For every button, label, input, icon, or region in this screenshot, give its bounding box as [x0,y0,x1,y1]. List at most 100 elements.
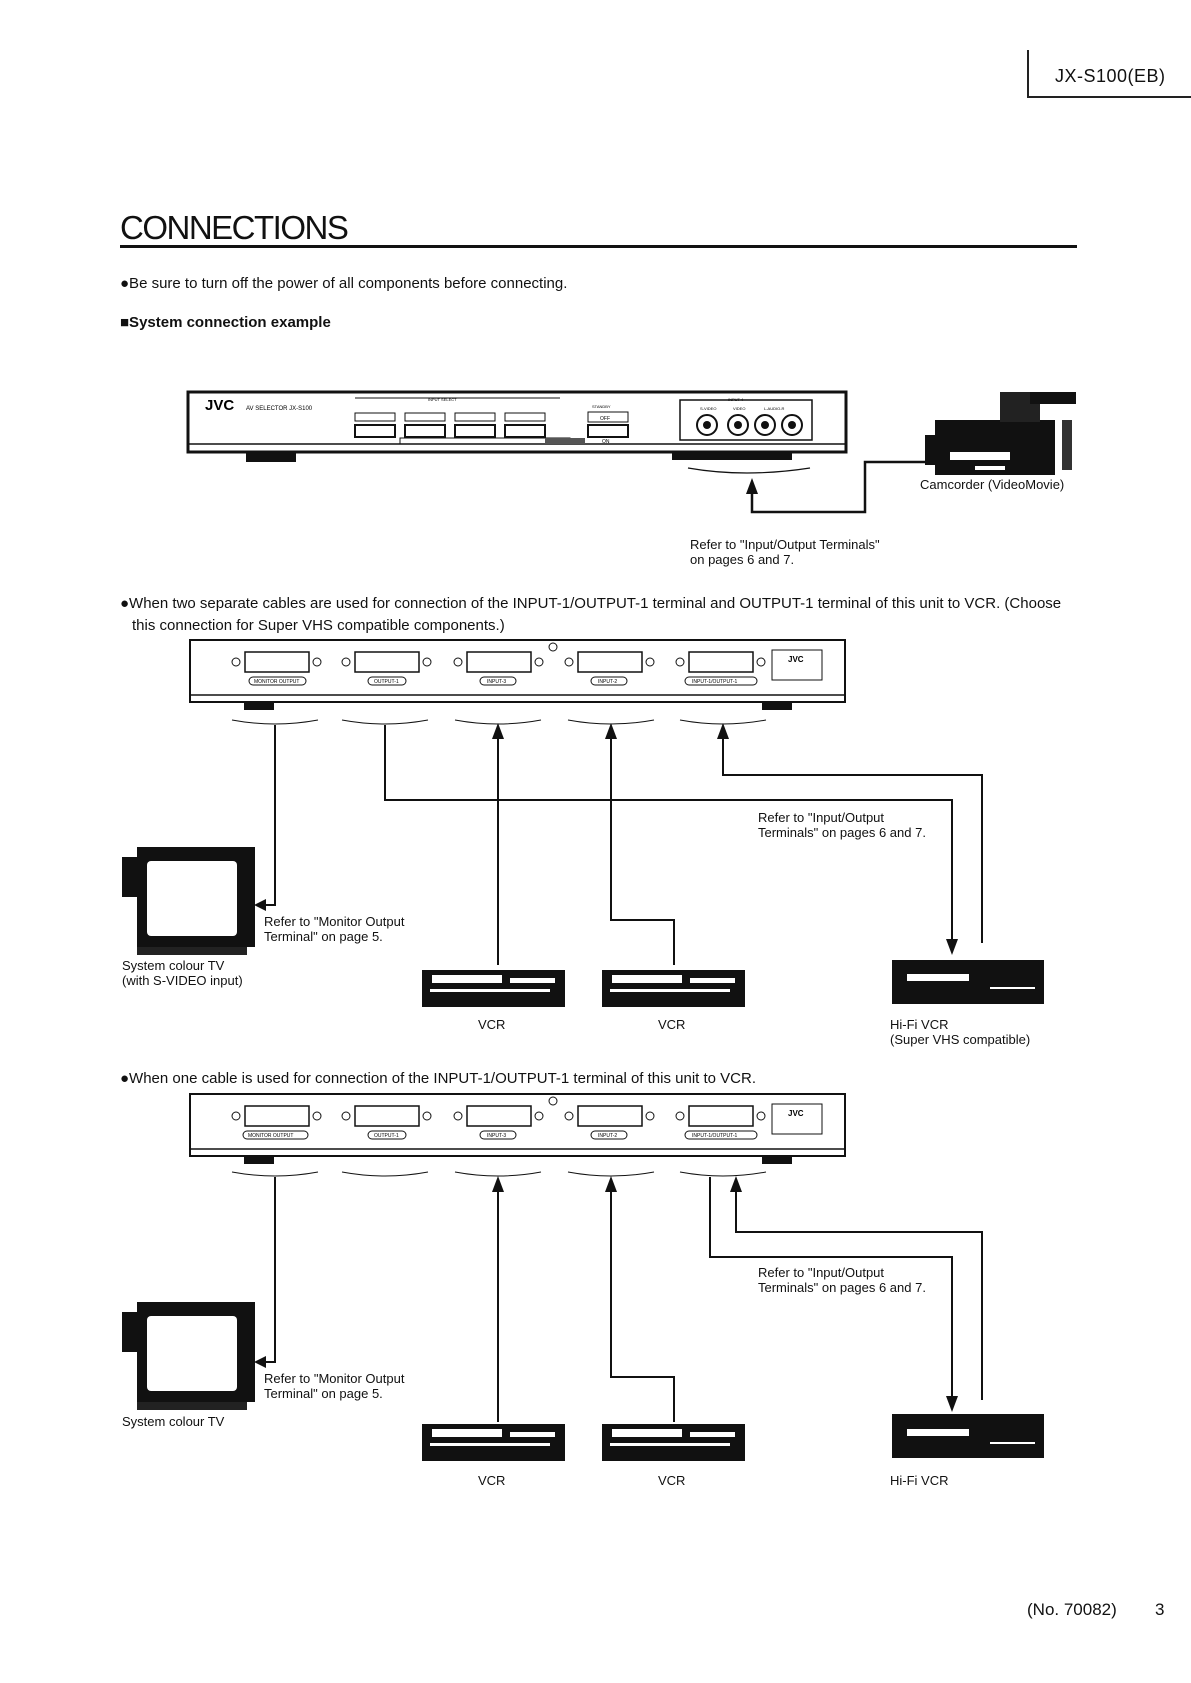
input1-cable [722,733,983,943]
io-ref-line2: on pages 6 and 7. [690,552,795,567]
arrow-up-icon [605,723,617,739]
hifi-vcr-icon [892,960,1044,1004]
front-foot-left [246,452,296,462]
monitor-cable [262,725,276,906]
title-rule [120,245,1077,248]
io-ref-line1: Refer to "Input/Output Terminals" [690,537,880,552]
svg-text:INPUT-3: INPUT-3 [487,1133,506,1139]
scart-terminal-input-1-output-1: INPUT-1/OUTPUT-1 [675,651,766,686]
svg-text:MONITOR OUTPUT: MONITOR OUTPUT [254,679,299,685]
vcr-icon [602,1424,745,1461]
camcorder-cable [750,460,940,514]
arrow-up-icon [717,723,729,739]
d3-mon-ref-line2: Terminal" on page 5. [264,1386,383,1401]
one-cable-diagram: MONITOR OUTPUT OUTPUT-1 INPUT-3 INPUT-2 … [122,1093,1044,1461]
vcr-icon [422,1424,565,1461]
scart-terminal-input-1-output-1: INPUT-1/OUTPUT-1 [675,1105,766,1140]
input4-jacks: INPUT 4 S-VIDEO VIDEO L-AUDIO-R [679,397,813,441]
d2-hifi-label-line1: Hi-Fi VCR [890,1017,949,1032]
d3-io-ref-line1: Refer to "Input/Output [758,1265,885,1280]
d3-hifi-label: Hi-Fi VCR [890,1473,949,1488]
section-title: ■System connection example [120,314,331,331]
front-brand-logo: JVC [205,397,234,414]
svg-text:OFF: OFF [600,416,610,422]
arrow-up-icon [730,1176,742,1192]
scart-terminal-input-3: INPUT-3 [453,1105,544,1140]
model-number: JX-S100(EB) [1055,66,1166,86]
arrow-up-icon [492,1176,504,1192]
input1-return-cable [735,1186,983,1400]
standby-button: STANDBY OFF ON [587,404,629,445]
tv-icon [122,847,255,955]
rear-panel-unit: MONITOR OUTPUT OUTPUT-1 INPUT-3 INPUT-2 … [189,639,846,710]
scart-terminal-input-2: INPUT-2 [564,651,655,686]
arrow-down-icon [946,1396,958,1412]
output1-cable [384,725,953,943]
svg-text:JVC: JVC [788,655,804,664]
svg-text:VIDEO: VIDEO [733,406,745,411]
svg-text:L-AUDIO-R: L-AUDIO-R [764,406,785,411]
intro-note: ●Be sure to turn off the power of all co… [120,275,568,292]
svg-text:OUTPUT-1: OUTPUT-1 [374,1133,399,1139]
d2-tv-label-line1: System colour TV [122,958,225,973]
d2-vcr2-label: VCR [658,1017,686,1032]
document-number: (No. 70082) [1027,1600,1117,1619]
scart-terminal-monitor-output: MONITOR OUTPUT [231,651,322,686]
arrow-up-icon [605,1176,617,1192]
d3-vcr2-label: VCR [658,1473,686,1488]
arrow-up-icon [492,723,504,739]
input-select-buttons: INPUT SELECT [354,397,585,445]
d2-mon-ref-line2: Terminal" on page 5. [264,929,383,944]
d2-vcr1-label: VCR [478,1017,506,1032]
arrow-up-icon [746,478,758,494]
svg-text:INPUT SELECT: INPUT SELECT [428,397,457,402]
d2-mon-ref-line1: Refer to "Monitor Output [264,914,405,929]
d2-hifi-label-line2: (Super VHS compatible) [890,1032,1031,1047]
input2-cable [610,1186,675,1422]
arrow-down-icon [946,939,958,955]
front-foot-right [672,452,792,460]
d3-io-ref-line2: Terminals" on pages 6 and 7. [758,1280,926,1295]
arrow-left-icon [254,1356,266,1368]
svg-text:S-VIDEO: S-VIDEO [700,406,716,411]
svg-text:INPUT-1/OUTPUT-1: INPUT-1/OUTPUT-1 [692,1133,738,1139]
svg-text:ON: ON [602,439,610,445]
tv-icon [122,1302,255,1410]
d3-tv-label: System colour TV [122,1414,225,1429]
para2-line1: ●When two separate cables are used for c… [120,595,1062,612]
svg-text:INPUT-2: INPUT-2 [598,1133,617,1139]
svg-text:OUTPUT-1: OUTPUT-1 [374,679,399,685]
svg-text:INPUT-1/OUTPUT-1: INPUT-1/OUTPUT-1 [692,679,738,685]
rear-panel-unit: MONITOR OUTPUT OUTPUT-1 INPUT-3 INPUT-2 … [189,1093,846,1164]
page-title: CONNECTIONS [120,209,349,246]
d2-io-ref-line1: Refer to "Input/Output [758,810,885,825]
input2-cable [610,733,675,965]
vcr-icon [602,970,745,1007]
para2-line2: this connection for Super VHS compatible… [132,617,505,634]
input1-output1-cable [709,1177,953,1400]
two-cable-diagram: MONITOR OUTPUT OUTPUT-1 INPUT-3 INPUT-2 … [122,639,1044,1007]
monitor-cable [262,1177,276,1363]
scart-terminal-input-3: INPUT-3 [453,651,544,686]
scart-terminal-input-2: INPUT-2 [564,1105,655,1140]
d2-io-ref-line2: Terminals" on pages 6 and 7. [758,825,926,840]
svg-text:INPUT-3: INPUT-3 [487,679,506,685]
vcr-icon [422,970,565,1007]
hifi-vcr-icon [892,1414,1044,1458]
scart-terminal-output-1: OUTPUT-1 [341,651,432,686]
d3-vcr1-label: VCR [478,1473,506,1488]
front-model-label: AV SELECTOR JX-S100 [246,406,313,412]
scart-terminal-output-1: OUTPUT-1 [341,1105,432,1140]
svg-text:STANDBY: STANDBY [592,404,611,409]
arrow-left-icon [254,899,266,911]
page-number: 3 [1155,1600,1165,1619]
scart-terminal-monitor-output: MONITOR OUTPUT [231,1105,322,1140]
para3: ●When one cable is used for connection o… [120,1070,757,1087]
d2-tv-label-line2: (with S-VIDEO input) [122,973,243,988]
front-panel-diagram: JVC AV SELECTOR JX-S100 INPUT SELECT STA… [186,390,1076,514]
svg-text:JVC: JVC [788,1109,804,1118]
svg-text:INPUT-2: INPUT-2 [598,679,617,685]
camcorder-label: Camcorder (VideoMovie) [920,477,1065,492]
model-box [1027,50,1191,98]
d3-mon-ref-line1: Refer to "Monitor Output [264,1371,405,1386]
